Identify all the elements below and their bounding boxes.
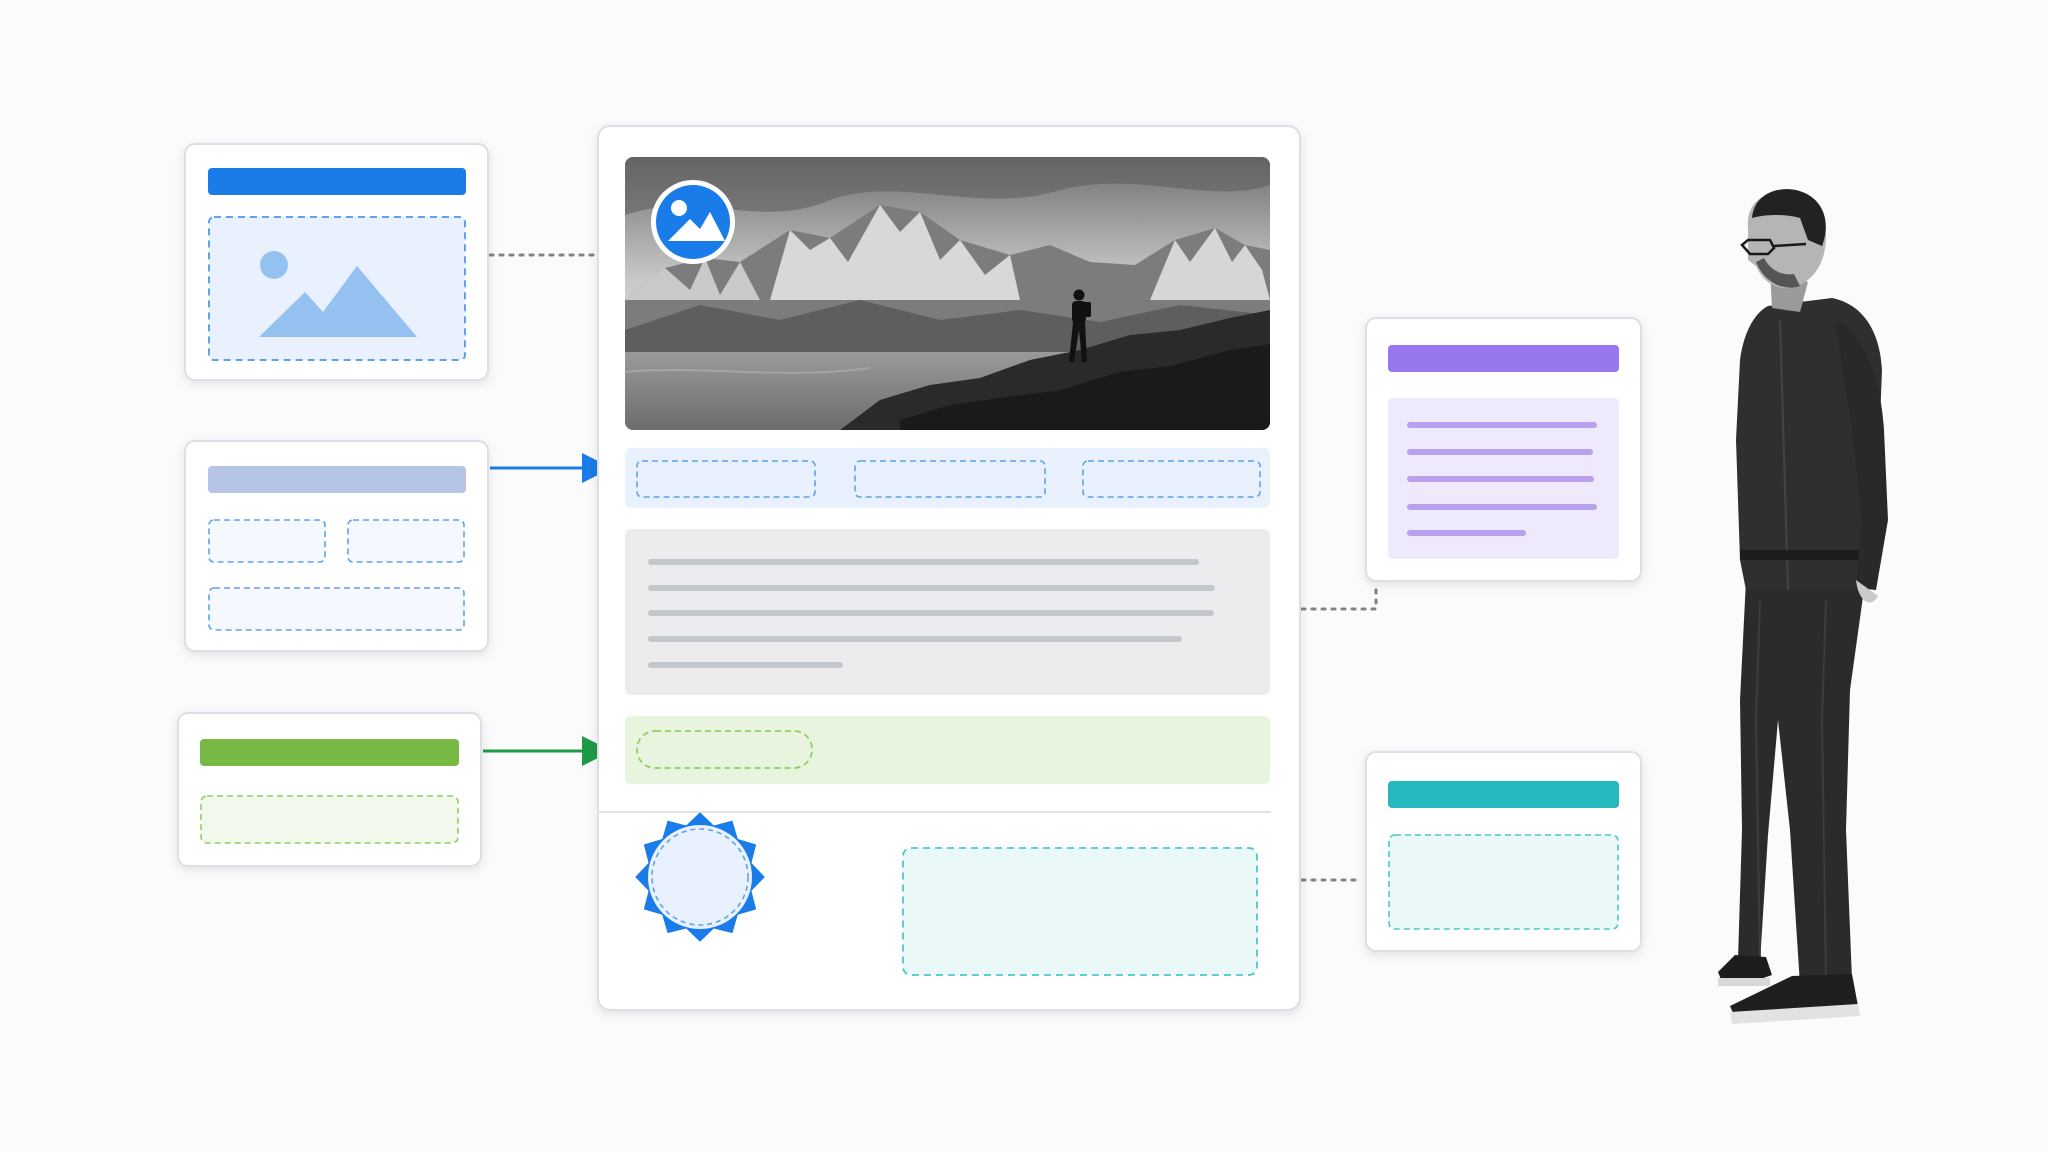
image-icon [651,180,735,264]
field-placeholder [208,587,465,631]
hero-image [625,157,1270,430]
connector-text-card [1270,583,1378,611]
field-placeholder [208,519,326,563]
image-icon [259,251,417,337]
card-header-bar [208,168,466,195]
card-text-block [1365,317,1642,582]
text-block [625,529,1270,695]
image-placeholder [208,216,466,361]
card-teal-block [1365,751,1642,952]
button-placeholder [854,460,1046,498]
card-image-block [184,143,489,381]
button-row [625,448,1270,508]
card-header-bar [1388,781,1619,808]
card-header-bar [1388,345,1619,372]
badge-seal-icon [635,812,765,942]
pill-placeholder [636,730,813,769]
content-placeholder [1388,834,1619,930]
green-row [625,716,1270,784]
card-header-bar [200,739,459,766]
button-placeholder [1082,460,1261,498]
page-layout-card [597,125,1301,1011]
field-placeholder [347,519,465,563]
hiker-silhouette [1069,289,1091,362]
card-form-block [184,440,489,652]
field-placeholder [200,795,459,844]
content-placeholder [902,847,1258,976]
card-green-block [177,712,482,867]
standing-man-silhouette [1718,189,1888,1024]
connectors [483,253,1378,882]
card-header-bar [208,466,466,493]
button-placeholder [636,460,816,498]
